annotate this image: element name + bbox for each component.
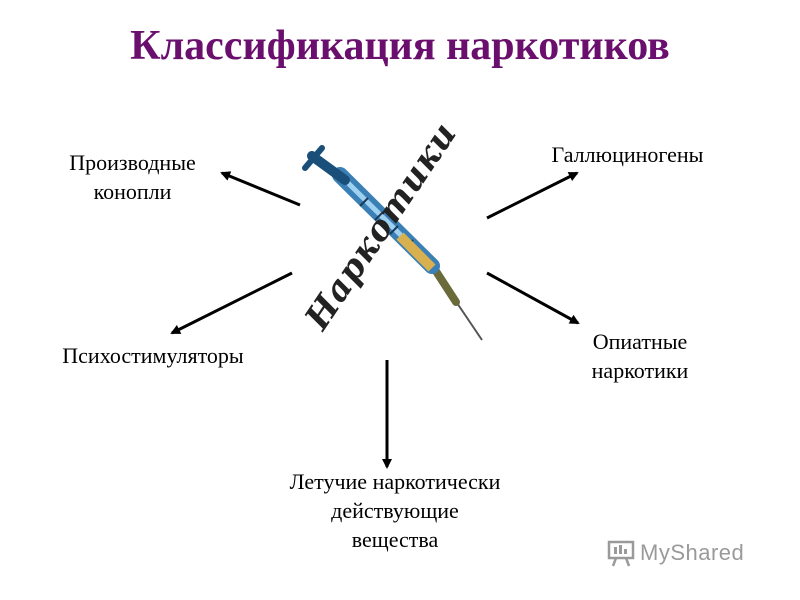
category-label-line: Психостимуляторы <box>62 343 244 368</box>
category-label-line: действующие <box>331 498 459 523</box>
category-volatile-substances: Летучие наркотически действующие веществ… <box>250 467 540 554</box>
category-label-line: Опиатные <box>592 329 688 354</box>
category-label-line: Производные <box>69 150 196 175</box>
arrow-to-psychostimulants <box>170 271 293 335</box>
category-label-line: Галлюциногены <box>551 142 704 167</box>
category-psychostimulants: Психостимуляторы <box>28 341 278 370</box>
category-label-line: наркотики <box>591 358 689 383</box>
category-cannabis-derivatives: Производные конопли <box>40 148 225 206</box>
arrow-to-hallucinogens <box>486 171 579 220</box>
category-label-line: Летучие наркотически <box>289 469 501 494</box>
syringe-icon <box>302 145 483 341</box>
watermark: MyShared <box>606 538 744 568</box>
category-opiates: Опиатные наркотики <box>560 327 720 385</box>
category-label-line: конопли <box>93 179 172 204</box>
watermark-text: MyShared <box>640 540 745 565</box>
presentation-board-icon <box>607 540 635 567</box>
arrow-to-cannabis <box>220 171 301 207</box>
arrow-to-opiates <box>486 271 580 325</box>
page-title: Классификация наркотиков <box>130 23 670 69</box>
category-label-line: вещества <box>351 527 439 552</box>
category-hallucinogens: Галлюциногены <box>520 140 735 169</box>
